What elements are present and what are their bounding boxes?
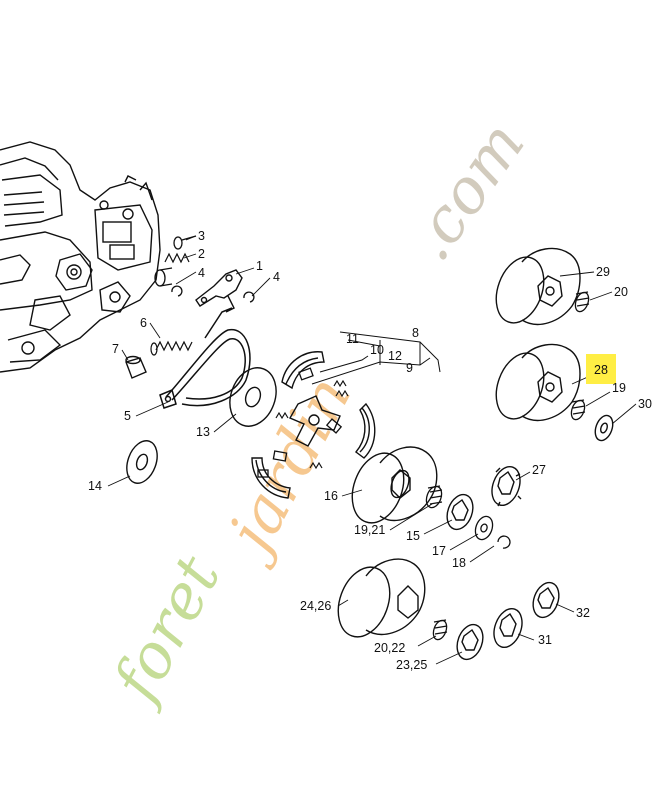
washer-13 [229, 367, 277, 427]
needle-bearing-19 [570, 399, 586, 421]
label-19: 19 [612, 381, 626, 395]
part-labels: 3 2 4 1 4 6 7 5 13 14 11 8 10 12 9 16 19… [88, 229, 652, 672]
label-7: 7 [112, 342, 119, 356]
label-27: 27 [532, 463, 546, 477]
bushing [154, 267, 173, 287]
watermark-com: .com [392, 108, 538, 273]
label-8: 8 [412, 326, 419, 340]
washer-14 [126, 440, 158, 484]
label-28: 28 [594, 363, 608, 377]
rim-sprocket-15 [446, 493, 474, 531]
label-5: 5 [124, 409, 131, 423]
clutch-drum-29 [495, 247, 581, 325]
rim-sprocket-23-25 [456, 623, 484, 661]
engine-housing [0, 141, 161, 373]
needle-bearing-20 [574, 291, 590, 313]
sprocket-drum-16 [351, 446, 438, 524]
label-1: 1 [256, 259, 263, 273]
clutch-springs [275, 379, 349, 470]
label-2: 2 [198, 247, 205, 261]
spur-sprocket-31 [493, 607, 523, 649]
leader-lines [107, 235, 637, 665]
clutch-drum-28 [495, 343, 581, 421]
rim-sprocket-32 [532, 581, 560, 619]
needle-bearing-20-22 [432, 619, 448, 641]
washer-30 [594, 414, 614, 442]
brake-band-5 [159, 307, 251, 409]
label-12: 12 [388, 349, 402, 363]
clutch-blocks [257, 367, 343, 478]
label-30: 30 [638, 397, 652, 411]
label-16: 16 [324, 489, 338, 503]
label-32: 32 [576, 606, 590, 620]
label-9: 9 [406, 361, 413, 375]
label-11: 11 [346, 332, 359, 346]
label-4-left: 4 [198, 266, 205, 280]
label-23-25: 23,25 [396, 658, 427, 672]
clutch-shoe-bottom [251, 457, 291, 499]
spring-6 [150, 340, 193, 356]
clutch-shoe-top [281, 351, 325, 390]
circlip-4-right [243, 291, 255, 303]
clutch-carrier [289, 395, 341, 447]
label-19-21: 19,21 [354, 523, 385, 537]
label-20: 20 [614, 285, 628, 299]
bracket-lines [311, 331, 441, 385]
lever-1 [195, 269, 243, 313]
label-3: 3 [198, 229, 205, 243]
washer-17 [474, 515, 494, 541]
label-18: 18 [452, 556, 466, 570]
bushing-7 [125, 355, 147, 379]
label-20-22: 20,22 [374, 641, 405, 655]
sprocket-drum-24-26 [337, 558, 426, 638]
label-29: 29 [596, 265, 610, 279]
watermark-foret: foret [97, 544, 235, 716]
highlight-box [586, 354, 616, 384]
label-13: 13 [196, 425, 210, 439]
clutch-shoe-right [354, 402, 376, 459]
needle-bearing-15-upper [425, 485, 443, 509]
label-17: 17 [432, 544, 446, 558]
spring-2 [164, 252, 190, 264]
circlip-18 [497, 535, 511, 549]
spur-sprocket-27 [491, 465, 522, 507]
label-10: 10 [370, 343, 384, 357]
label-6: 6 [140, 316, 147, 330]
label-15: 15 [406, 529, 420, 543]
circlip-4-left [171, 285, 183, 297]
label-24-26: 24,26 [300, 599, 331, 613]
pin-3 [173, 235, 197, 250]
label-14: 14 [88, 479, 102, 493]
label-4-right: 4 [273, 270, 280, 284]
label-31: 31 [538, 633, 552, 647]
